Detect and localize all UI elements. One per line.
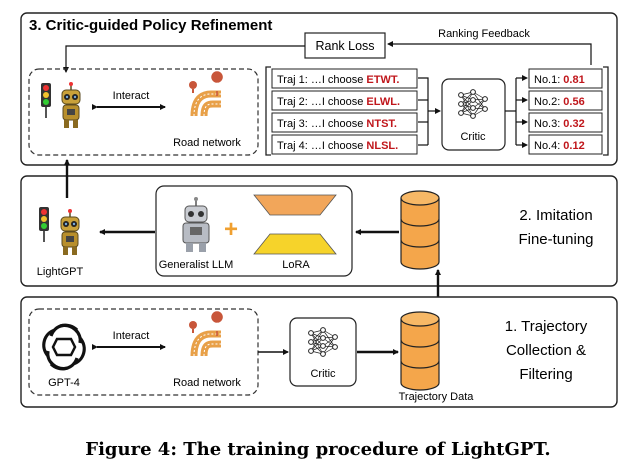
trajectory-database-icon <box>400 190 440 270</box>
rank-score: 0.56 <box>563 96 584 108</box>
section3-title: 3. Critic-guided Policy Refinement <box>29 17 272 34</box>
section2-title-line1: 2. Imitation <box>519 207 592 224</box>
rank-label: No.4: <box>534 140 560 152</box>
rank-score: 0.81 <box>563 74 584 86</box>
trajectory-data-label: Trajectory Data <box>399 391 475 403</box>
rank-loss-label: Rank Loss <box>315 39 374 53</box>
rank-label: No.3: <box>534 118 560 130</box>
section1-title-line1: 1. Trajectory <box>505 318 588 335</box>
rank-list: No.1:0.81 No.2:0.56 No.3:0.32 No.4:0.12 <box>528 68 603 155</box>
svg-text:No.2:0.56: No.2:0.56 <box>534 96 585 108</box>
rank-box <box>528 90 603 111</box>
traj-box <box>271 134 418 155</box>
rank-box <box>528 112 603 133</box>
lightgpt-label: LightGPT <box>37 266 84 278</box>
rank-label: No.2: <box>534 96 560 108</box>
section2-title-line2: Fine-tuning <box>518 231 593 248</box>
section1-title-line3: Filtering <box>519 366 572 383</box>
rank-box <box>528 68 603 89</box>
gpt4-logo-icon <box>42 323 86 371</box>
section3-interaction-group <box>28 68 259 156</box>
traj-box <box>271 112 418 133</box>
plus-icon: + <box>224 216 238 243</box>
svg-text:No.1:0.81: No.1:0.81 <box>534 74 585 86</box>
section3-critic-label: Critic <box>460 131 486 143</box>
rank-right-bracket <box>603 66 609 156</box>
critic-to-ranks-arrows <box>505 75 528 148</box>
interact-label: Interact <box>113 330 150 342</box>
svg-text:No.4:0.12: No.4:0.12 <box>534 140 585 152</box>
generalist-llm-robot-icon <box>182 197 210 252</box>
traj-action: ELWL. <box>366 96 400 108</box>
traj-to-critic-arrows <box>418 77 441 146</box>
traj-prefix: Traj 2: …I choose <box>277 96 363 108</box>
road-network-label: Road network <box>173 377 241 389</box>
rank-loss-box <box>304 32 386 59</box>
traj-action: NLSL. <box>366 140 398 152</box>
gpt4-label: GPT-4 <box>48 377 80 389</box>
ranking-feedback-label: Ranking Feedback <box>438 28 530 40</box>
lora-label: LoRA <box>282 259 310 271</box>
traj-box <box>271 90 418 111</box>
rank-box <box>528 134 603 155</box>
ranking-feedback-arrow <box>387 41 592 65</box>
interact-label: Interact <box>113 90 150 102</box>
traj-action: NTST. <box>366 118 397 130</box>
rank-score: 0.12 <box>563 140 584 152</box>
section1-critic-label: Critic <box>310 368 336 380</box>
traj-left-bracket <box>265 66 271 156</box>
svg-text:No.3:0.32: No.3:0.32 <box>534 118 585 130</box>
section1-title-line2: Collection & <box>506 342 586 359</box>
road-network-label: Road network <box>173 137 241 149</box>
figure-caption: Figure 4: The training procedure of Ligh… <box>85 439 550 460</box>
generalist-llm-label: Generalist LLM <box>159 259 234 271</box>
lora-icon <box>253 194 337 255</box>
traj-prefix: Traj 3: …I choose <box>277 118 363 130</box>
traj-prefix: Traj 1: …I choose <box>277 74 363 86</box>
traj-action: ETWT. <box>366 74 399 86</box>
trajectory-data-icon <box>400 311 440 391</box>
traj-box <box>271 68 418 89</box>
rank-score: 0.32 <box>563 118 584 130</box>
traj-prefix: Traj 4: …I choose <box>277 140 363 152</box>
rank-label: No.1: <box>534 74 560 86</box>
rank-loss-to-agent-arrow <box>63 45 305 73</box>
